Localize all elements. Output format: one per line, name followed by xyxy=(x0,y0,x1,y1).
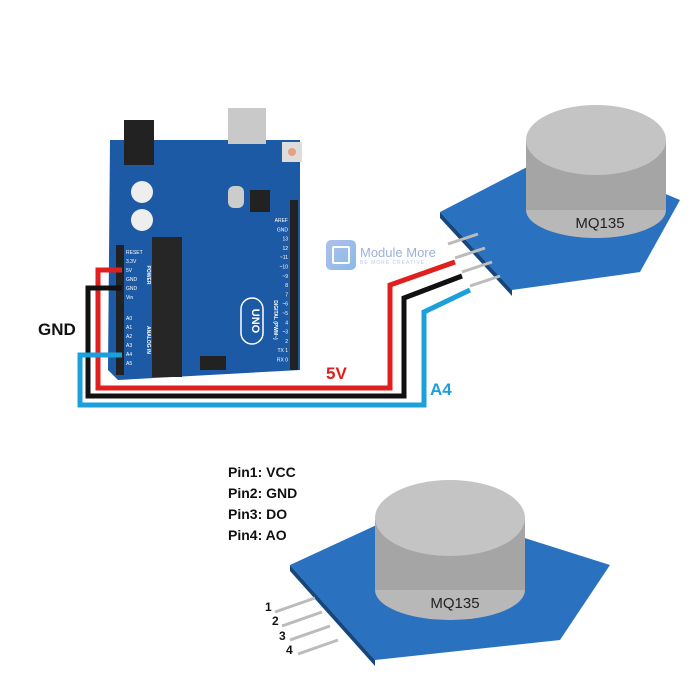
board-pin-label: ~5 xyxy=(282,311,288,317)
gnd-label: GND xyxy=(38,320,76,339)
board-name: UNO xyxy=(249,309,261,334)
board-pin-label: A5 xyxy=(126,361,132,367)
board-pin-label: Vin xyxy=(126,295,133,301)
watermark-logo: Module More BE MORE CREATIVE xyxy=(326,240,436,270)
wire-gnd xyxy=(85,273,463,399)
board-pin-label: 12 xyxy=(282,246,288,252)
board-pin-label: ~6 xyxy=(282,302,288,308)
board-pin-label: GND xyxy=(277,227,289,233)
sensor-model: MQ135 xyxy=(575,215,624,232)
pinout-item: Pin2: GND xyxy=(228,485,298,501)
pinout-item: Pin3: DO xyxy=(228,506,288,522)
power-jack xyxy=(124,120,154,165)
board-pin-label: A3 xyxy=(126,343,132,349)
board-pin-label: GND xyxy=(126,286,138,292)
board-analog-label: ANALOG IN xyxy=(145,326,151,354)
usb-port xyxy=(228,108,266,144)
watermark-title: Module More xyxy=(360,244,436,260)
board-pin-label: 4 xyxy=(285,320,288,326)
pinout-list: Pin1: VCC Pin2: GND Pin3: DO Pin4: AO xyxy=(228,462,297,546)
pinout-item: Pin4: AO xyxy=(228,527,287,543)
a4-label: A4 xyxy=(430,380,452,399)
board-pin-label: 7 xyxy=(285,292,288,298)
board-pin-label: ~10 xyxy=(280,265,289,271)
chip-icon xyxy=(326,240,356,270)
pin-number: 1 xyxy=(265,600,272,614)
board-pin-label: 8 xyxy=(285,283,288,289)
reset-button xyxy=(288,148,296,156)
pinout-item: Pin1: VCC xyxy=(228,464,296,480)
board-pin-label: A2 xyxy=(126,334,132,340)
pin-number: 3 xyxy=(279,629,286,643)
pin-number: 4 xyxy=(286,643,293,657)
board-pin-label: A4 xyxy=(126,352,132,358)
board-pin-label: AREF xyxy=(275,218,288,224)
pin-number: 2 xyxy=(272,614,279,628)
arduino-uno-board: UNO POWER ANALOG IN DIGITAL (PWM~) RESET… xyxy=(108,108,302,380)
board-pin-label: RESET xyxy=(126,250,143,256)
mq135-sensor-bottom: MQ135 xyxy=(274,480,610,666)
board-pin-label: ~3 xyxy=(282,330,288,336)
board-pin-label: TX 1 xyxy=(277,348,288,354)
board-pin-label: 13 xyxy=(282,237,288,243)
board-pin-label: ~9 xyxy=(282,274,288,280)
board-pin-label: 3.3V xyxy=(126,259,137,265)
board-pin-label: 5V xyxy=(126,268,133,274)
5v-label: 5V xyxy=(326,364,347,383)
board-pin-label: 2 xyxy=(285,339,288,345)
board-digital-label: DIGITAL (PWM~) xyxy=(272,300,278,340)
mq135-sensor-top: MQ135 xyxy=(440,105,680,296)
board-pin-label: A0 xyxy=(126,316,132,322)
board-pin-label: RX 0 xyxy=(277,358,288,364)
watermark-subtitle: BE MORE CREATIVE xyxy=(360,259,426,266)
board-pin-label: A1 xyxy=(126,325,132,331)
board-power-label: POWER xyxy=(145,266,151,285)
wire-a4 xyxy=(77,287,472,408)
board-pin-label: GND xyxy=(126,277,138,283)
board-pin-label: ~11 xyxy=(280,255,288,261)
wire-5v xyxy=(95,259,456,391)
sensor-model-bottom: MQ135 xyxy=(430,595,479,612)
atmega-chip xyxy=(152,237,182,377)
